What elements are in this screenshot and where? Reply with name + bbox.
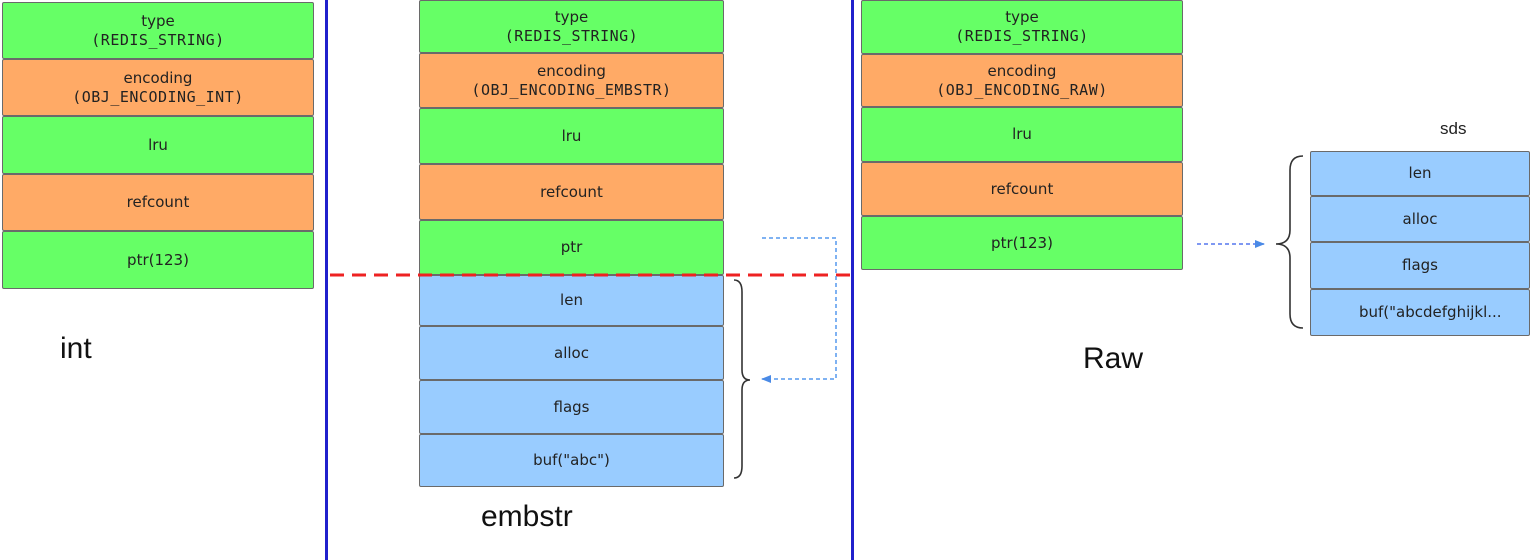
field-sub-label: (REDIS_STRING) bbox=[504, 26, 639, 45]
field-sub-label: (OBJ_ENCODING_EMBSTR) bbox=[471, 80, 672, 99]
int-encoding-field: encoding (OBJ_ENCODING_INT) bbox=[2, 59, 314, 116]
field-label: flags bbox=[553, 397, 590, 416]
raw-lru-field: lru bbox=[861, 107, 1183, 162]
field-label: len bbox=[1408, 164, 1432, 182]
field-label: len bbox=[560, 291, 583, 309]
field-label: ptr(123) bbox=[127, 250, 189, 269]
sds-title: sds bbox=[1440, 119, 1467, 138]
int-type-field: type (REDIS_STRING) bbox=[2, 2, 314, 59]
field-label: type bbox=[1005, 8, 1039, 26]
field-label: refcount bbox=[540, 182, 603, 201]
raw-sds-brace bbox=[1275, 155, 1304, 329]
embstr-sds-flags-field: flags bbox=[419, 380, 724, 434]
field-label: type bbox=[141, 11, 175, 30]
embstr-lru-field: lru bbox=[419, 108, 724, 164]
embstr-ptr-arrow bbox=[761, 237, 837, 383]
raw-encoding-field: encoding (OBJ_ENCODING_RAW) bbox=[861, 54, 1183, 107]
field-label: encoding bbox=[537, 61, 606, 80]
field-label: lru bbox=[561, 126, 582, 145]
int-refcount-field: refcount bbox=[2, 174, 314, 231]
field-label: refcount bbox=[990, 179, 1054, 198]
field-label: buf("abc") bbox=[533, 451, 610, 469]
raw-refcount-field: refcount bbox=[861, 162, 1183, 216]
embstr-sds-buf-field: buf("abc") bbox=[419, 434, 724, 487]
embstr-sds-alloc-field: alloc bbox=[419, 326, 724, 380]
embstr-encoding-field: encoding (OBJ_ENCODING_EMBSTR) bbox=[419, 53, 724, 108]
field-label: lru bbox=[148, 135, 168, 154]
raw-caption: Raw bbox=[1083, 342, 1144, 375]
raw-sds-buf-field: buf("abcdefghijkl... bbox=[1310, 289, 1530, 336]
embstr-ptr-field: ptr bbox=[419, 220, 724, 275]
raw-ptr-field: ptr(123) bbox=[861, 216, 1183, 270]
field-label: flags bbox=[1402, 256, 1438, 274]
panel-divider-left bbox=[325, 0, 328, 560]
field-label: encoding bbox=[123, 68, 193, 87]
embstr-type-field: type (REDIS_STRING) bbox=[419, 0, 724, 53]
panel-divider-right bbox=[851, 0, 854, 560]
field-sub-label: (OBJ_ENCODING_RAW) bbox=[936, 80, 1108, 99]
field-label: lru bbox=[1012, 125, 1032, 143]
field-label: encoding bbox=[987, 61, 1057, 80]
field-label: buf("abcdefghijkl... bbox=[1359, 303, 1502, 321]
embstr-sds-brace bbox=[733, 279, 751, 479]
raw-type-field: type (REDIS_STRING) bbox=[861, 0, 1183, 54]
raw-sds-flags-field: flags bbox=[1310, 242, 1530, 289]
embstr-refcount-field: refcount bbox=[419, 164, 724, 220]
field-label: type bbox=[554, 7, 589, 26]
field-sub-label: (REDIS_STRING) bbox=[91, 30, 225, 49]
field-label: alloc bbox=[554, 343, 589, 362]
field-sub-label: (REDIS_STRING) bbox=[955, 27, 1089, 45]
int-lru-field: lru bbox=[2, 116, 314, 174]
field-label: ptr bbox=[560, 238, 583, 256]
int-ptr-field: ptr(123) bbox=[2, 231, 314, 289]
raw-sds-alloc-field: alloc bbox=[1310, 196, 1530, 242]
int-caption: int bbox=[60, 332, 92, 365]
embstr-caption: embstr bbox=[481, 500, 573, 533]
raw-sds-len-field: len bbox=[1310, 151, 1530, 196]
field-label: ptr(123) bbox=[991, 233, 1053, 252]
embstr-sds-len-field: len bbox=[419, 275, 724, 326]
field-sub-label: (OBJ_ENCODING_INT) bbox=[72, 87, 244, 106]
field-label: alloc bbox=[1402, 209, 1438, 228]
field-label: refcount bbox=[126, 193, 190, 211]
